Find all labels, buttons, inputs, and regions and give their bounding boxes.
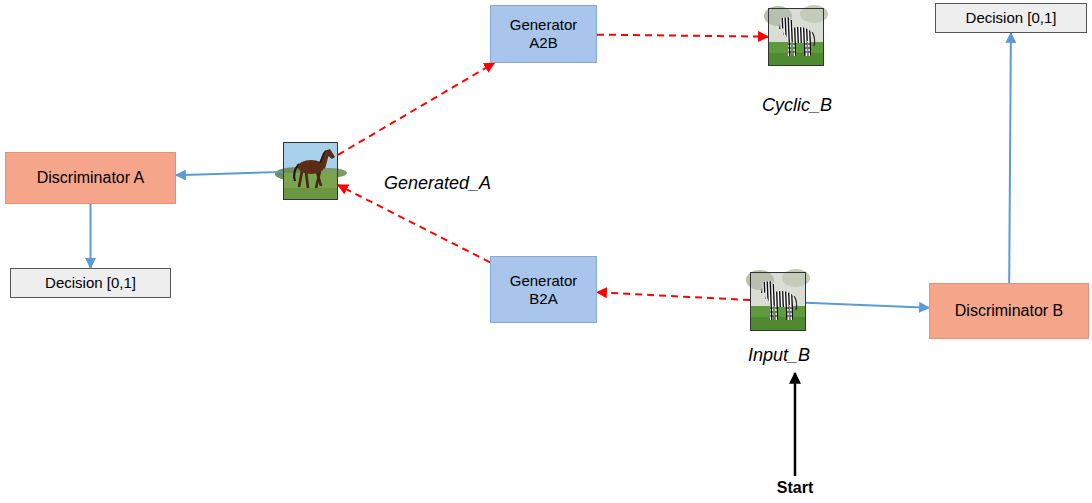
image-node: Input_B: [750, 272, 806, 331]
horse-image: [275, 142, 347, 200]
start-label: Start: [777, 479, 813, 497]
discriminator-flow-arrow: [176, 172, 283, 175]
generator-box: Generator B2A: [490, 256, 597, 323]
discriminator-box: Discriminator B: [929, 283, 1089, 339]
generator-flow-arrow: [338, 185, 490, 262]
decision-box: Decision [0,1]: [10, 268, 171, 298]
image-caption: Generated_A: [384, 173, 491, 195]
start-arrow: [794, 373, 797, 476]
box-label: Decision [0,1]: [966, 9, 1057, 27]
box-label: Decision [0,1]: [45, 274, 136, 292]
box-label: Discriminator B: [955, 301, 1063, 320]
zebra-image: [764, 5, 828, 66]
image-caption: Input_B: [748, 345, 810, 367]
box-label: Generator A2B: [499, 16, 588, 52]
image-node: Cyclic_B: [768, 8, 824, 66]
box-label: Discriminator A: [37, 168, 145, 187]
zebra-image: [746, 269, 810, 330]
generator-flow-arrow: [338, 63, 494, 155]
discriminator-flow-arrow: [90, 204, 92, 268]
decision-box: Decision [0,1]: [935, 3, 1087, 33]
generator-flow-arrow: [597, 292, 750, 300]
image-node: Generated_A: [283, 142, 338, 200]
generator-flow-arrow: [597, 35, 768, 37]
discriminator-flow-arrow: [1009, 33, 1011, 283]
discriminator-box: Discriminator A: [5, 152, 176, 204]
box-label: Generator B2A: [499, 272, 588, 308]
discriminator-flow-arrow: [806, 303, 929, 308]
image-caption: Cyclic_B: [762, 95, 832, 117]
generator-box: Generator A2B: [490, 5, 597, 63]
